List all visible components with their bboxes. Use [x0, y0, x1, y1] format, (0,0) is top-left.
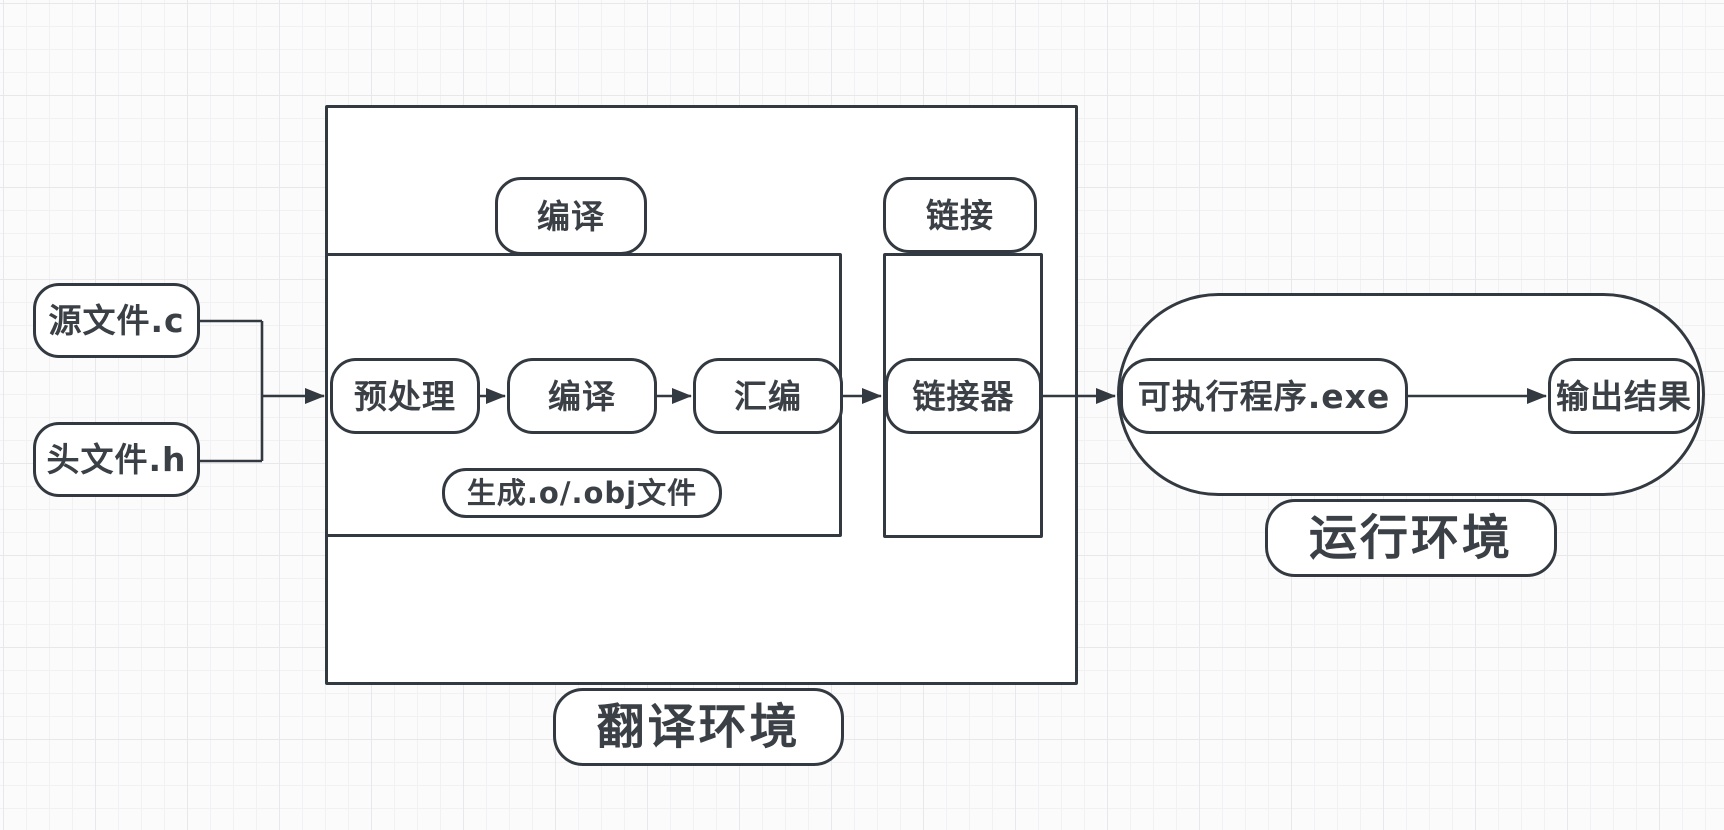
node-compile-step: 编译: [507, 358, 657, 434]
label-translation-env: 翻译环境: [553, 688, 844, 766]
node-preprocess: 预处理: [330, 358, 480, 434]
node-executable: 可执行程序.exe: [1120, 358, 1408, 434]
label-runtime-env: 运行环境: [1265, 499, 1557, 577]
node-assemble: 汇编: [693, 358, 843, 434]
node-header-file: 头文件.h: [33, 422, 200, 497]
node-output-result: 输出结果: [1548, 358, 1700, 434]
label-compile-section: 编译: [495, 177, 647, 255]
label-obj-note: 生成.o/.obj文件: [442, 468, 722, 518]
node-source-file: 源文件.c: [33, 283, 200, 358]
label-link-section: 链接: [883, 177, 1037, 253]
node-linker: 链接器: [885, 358, 1042, 434]
